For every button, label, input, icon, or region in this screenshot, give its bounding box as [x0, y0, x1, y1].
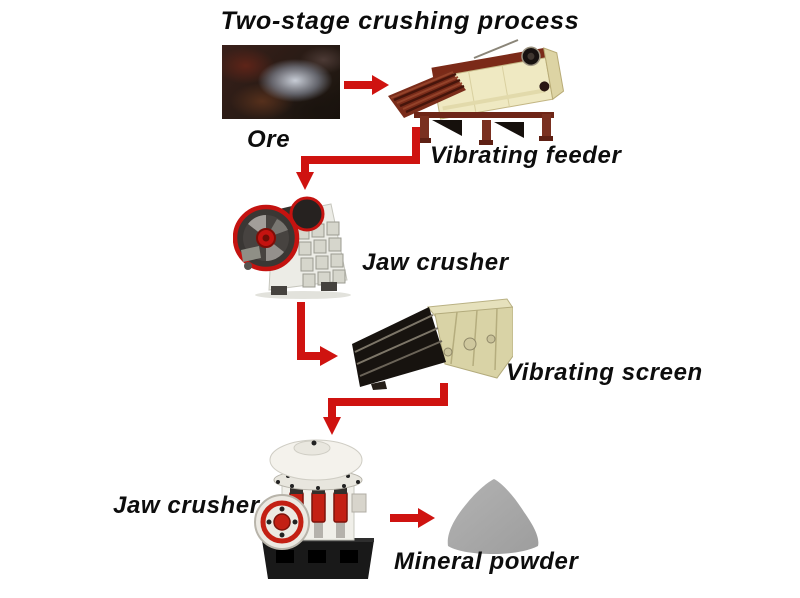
- jaw-crusher-image: [233, 196, 351, 299]
- vibrating-screen-image: [352, 298, 513, 390]
- cone-crusher-dome: [269, 439, 363, 481]
- page-title: Two-stage crushing process: [220, 7, 580, 35]
- cone-crusher-label: Jaw crusher: [113, 492, 260, 519]
- mineral-powder-label: Mineral powder: [394, 548, 579, 575]
- jaw-crusher-rear-flywheel: [289, 196, 325, 232]
- arrow-cone-crusher-to-powder-icon: [390, 508, 435, 528]
- jaw-crusher-ribbed-panel: [296, 221, 346, 288]
- feeder-body: [431, 46, 565, 120]
- mineral-powder-pile: [447, 479, 539, 554]
- vibrating-screen-label: Vibrating screen: [506, 359, 703, 386]
- cone-crusher-cylinders: [289, 488, 348, 538]
- jaw-crusher-flywheel: [233, 204, 300, 272]
- screen-decks: [352, 307, 446, 387]
- ore-photo: [222, 45, 340, 119]
- cone-crusher-image: [254, 439, 374, 579]
- vibrating-feeder-label: Vibrating feeder: [430, 142, 622, 169]
- arrow-screen-to-cone-crusher-icon: [323, 383, 448, 435]
- jaw-crusher-label: Jaw crusher: [362, 249, 509, 276]
- arrow-ore-to-feeder-icon: [344, 75, 389, 95]
- cone-crusher-flywheel: [254, 494, 310, 550]
- feeder-grizzly-bars: [388, 70, 466, 118]
- ore-label: Ore: [247, 126, 291, 153]
- arrow-jaw-crusher-to-screen-icon: [297, 302, 338, 366]
- vibrating-feeder-image: [388, 39, 565, 145]
- feeder-legs: [414, 112, 554, 145]
- arrow-feeder-to-jaw-crusher-icon: [296, 127, 420, 190]
